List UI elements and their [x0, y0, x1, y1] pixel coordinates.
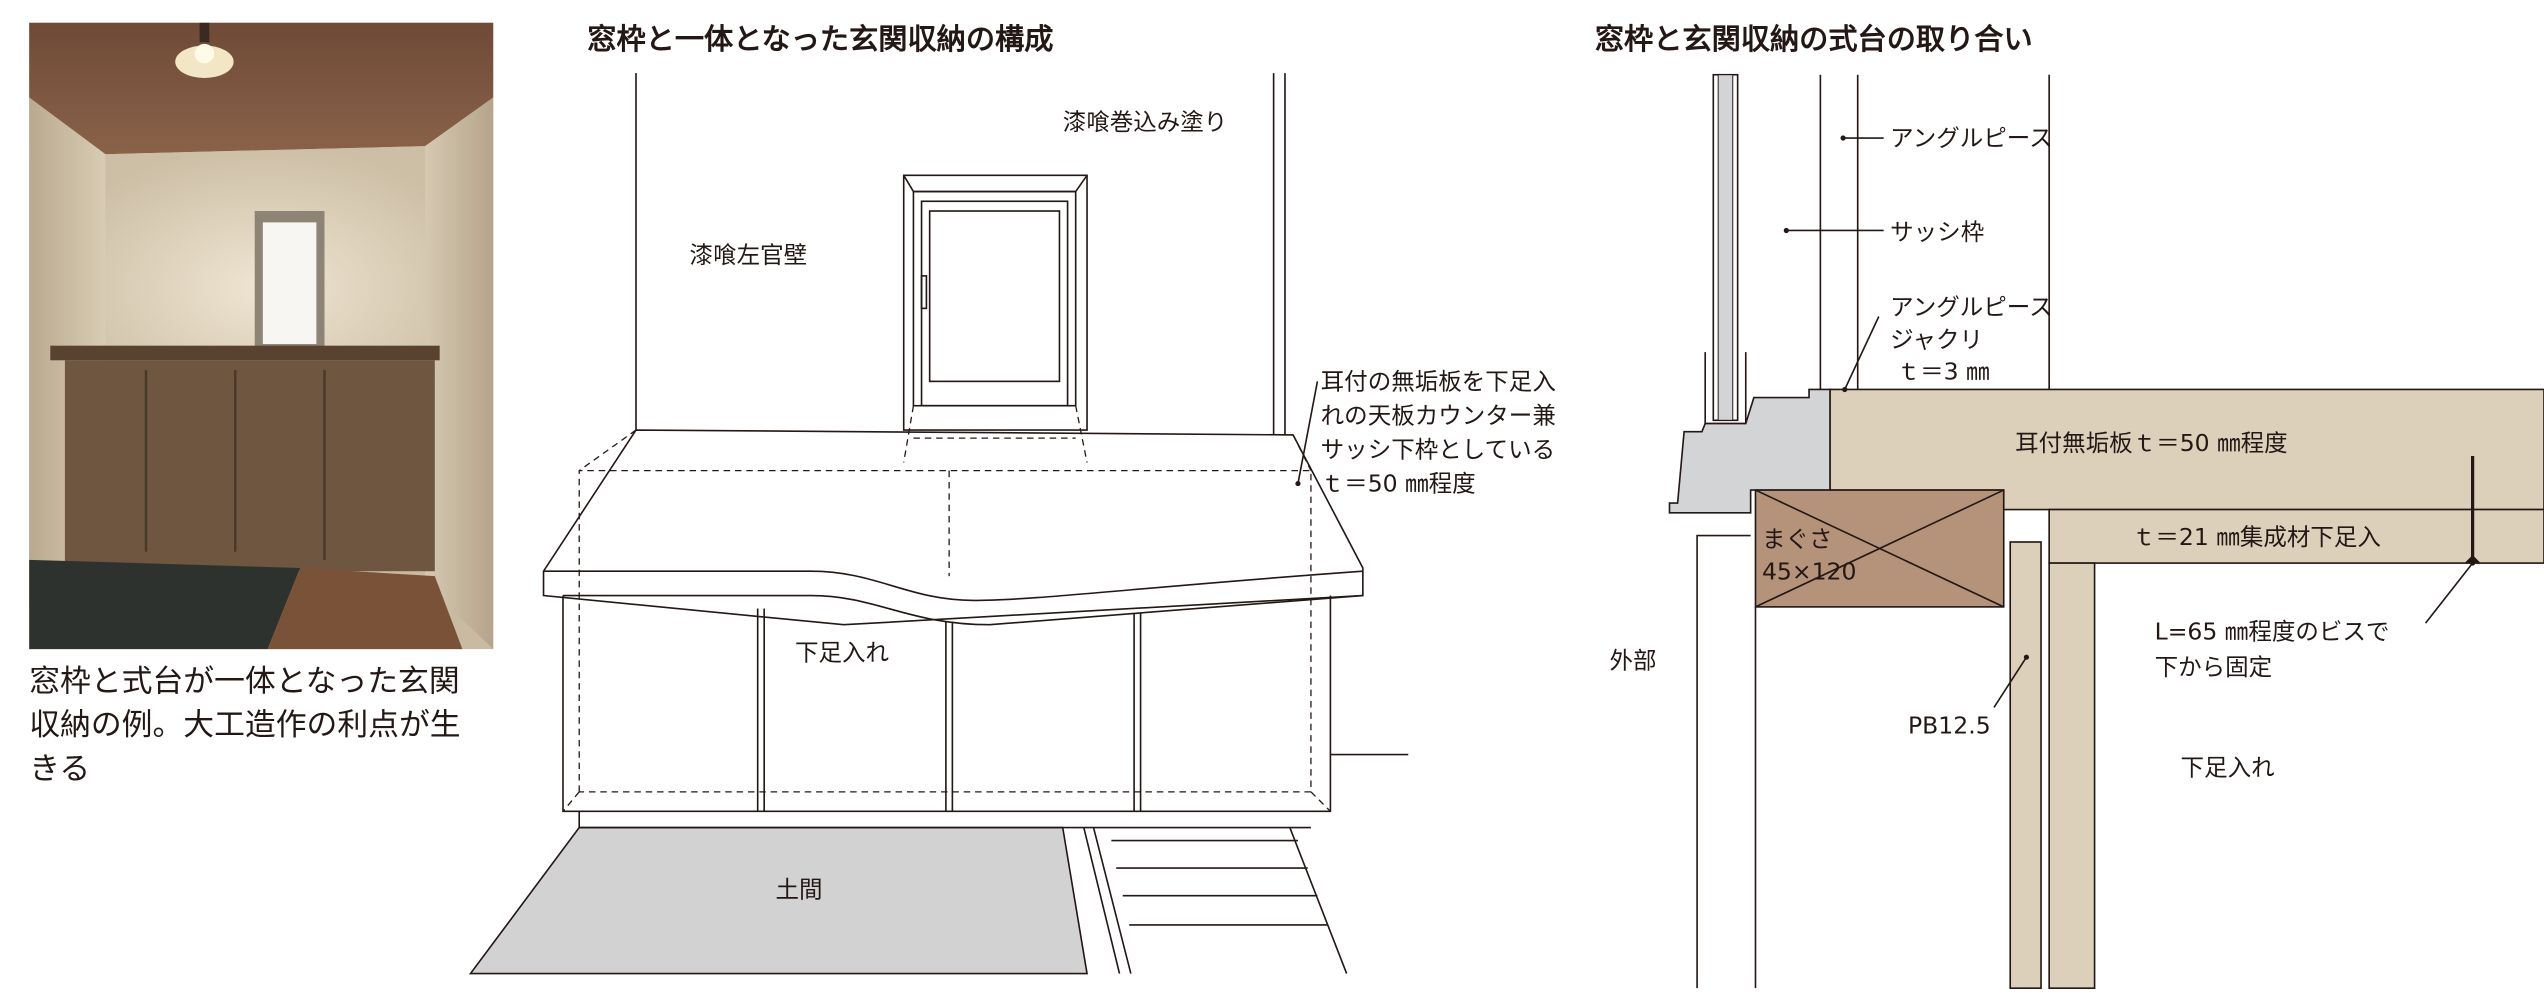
label-lintel-1: まぐさ — [1762, 525, 1833, 553]
note-line-2: れの天板カウンター兼 — [1321, 402, 1556, 430]
window-drawing — [902, 174, 1088, 463]
label-plaster-wrap: 漆喰巻込み塗り — [1063, 108, 1228, 136]
right-diagram-title: 窓枠と玄関収納の式台の取り合い — [1595, 22, 2033, 56]
label-sash-frame: サッシ枠 — [1890, 218, 1984, 246]
sash-sill — [1668, 388, 1831, 514]
photo-caption-line-3: きる — [29, 751, 90, 787]
label-shoe-storage-right: 下足入れ — [2181, 754, 2275, 782]
label-screw-1: L=65 ㎜程度のビスで — [2155, 617, 2390, 645]
left-diagram-title: 窓枠と一体となった玄関収納の構成 — [587, 22, 1053, 56]
note-line-4: ｔ＝50 ㎜程度 — [1321, 470, 1476, 498]
label-doma: 土間 — [776, 875, 823, 903]
storage-perspective-drawing — [468, 73, 1409, 975]
laminated-board — [2048, 508, 2544, 564]
label-angle-notch-3: ｔ＝3 ㎜ — [1897, 358, 1990, 386]
photo-caption-line-1: 窓枠と式台が一体となった玄関 — [29, 663, 459, 699]
label-shoe-storage: 下足入れ — [795, 638, 889, 666]
label-pb: PB12.5 — [1908, 711, 1991, 739]
section-detail-drawing — [1668, 73, 2544, 989]
note-line-1: 耳付の無垢板を下足入 — [1321, 367, 1556, 395]
plasterboard — [2009, 541, 2042, 989]
photo-caption-line-2: 収納の例。大工造作の利点が生 — [29, 707, 460, 743]
label-plaster-wall: 漆喰左官壁 — [690, 241, 808, 269]
label-screw-2: 下から固定 — [2155, 653, 2273, 681]
label-lumber: ｔ＝21 ㎜集成材下足入 — [2132, 523, 2381, 551]
label-angle-piece: アングルピース — [1890, 124, 2052, 152]
entrance-photo — [29, 22, 494, 650]
label-exterior: 外部 — [1609, 647, 1656, 675]
label-angle-notch-1: アングルピース — [1890, 293, 2052, 321]
note-line-3: サッシ下枠としている — [1321, 436, 1555, 464]
screw-icon — [2464, 456, 2481, 564]
label-slab: 耳付無垢板ｔ＝50 ㎜程度 — [2015, 429, 2288, 457]
label-lintel-2: 45×120 — [1762, 557, 1857, 585]
label-angle-notch-2: ジャクリ — [1890, 325, 1983, 353]
stud — [2048, 562, 2096, 989]
